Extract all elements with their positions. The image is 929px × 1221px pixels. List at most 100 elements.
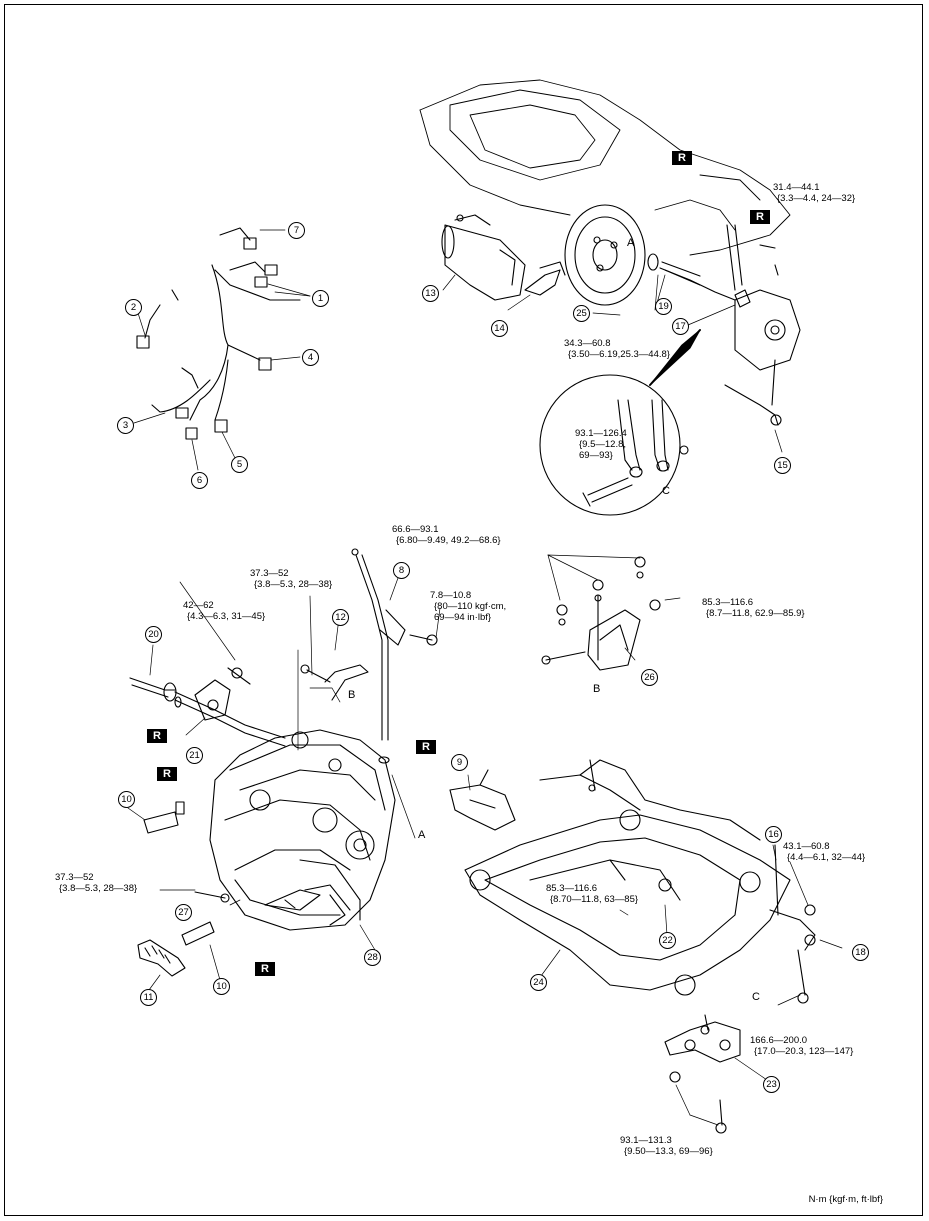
torque-line: 85.3—116.6	[702, 597, 754, 608]
replace-badge: R	[750, 210, 770, 224]
torque-line: 93.1—126.4	[575, 428, 627, 439]
torque-line: 7.8—10.8	[430, 590, 472, 601]
bracket-9	[449, 769, 516, 831]
torque-line: {4.3—6.3, 31—45}	[187, 611, 266, 622]
mount-26	[541, 556, 661, 671]
callout-9: 9	[451, 754, 468, 771]
bolt-12	[306, 669, 331, 683]
torque-line: 37.3—52	[250, 568, 289, 579]
ref-b-mount: B	[593, 683, 601, 695]
callout-18: 18	[852, 944, 869, 961]
left-driveshaft	[129, 677, 286, 747]
bolt-12-head	[300, 664, 310, 674]
torque-spec-853b: 85.3—116.6{8.70—11.8, 63—85}	[546, 883, 638, 905]
callout-6: 6	[191, 472, 208, 489]
engine-outline	[419, 79, 791, 256]
callout-13: 13	[422, 285, 439, 302]
plug-upper	[143, 801, 185, 834]
ref-c-frame: C	[752, 991, 760, 1003]
transaxle	[209, 729, 396, 931]
torque-line: {3.8—5.3, 28—38}	[59, 883, 138, 894]
torque-line: 31.4—44.1	[773, 182, 820, 193]
callout-8: 8	[393, 562, 410, 579]
ref-b-trans: B	[348, 689, 356, 701]
bolt-27	[194, 891, 226, 899]
callout-1: 1	[312, 290, 329, 307]
callout-16: 16	[765, 826, 782, 843]
torque-spec-31: 31.4—44.1{3.3—4.4, 24—32}	[773, 182, 855, 204]
wiring-harness	[136, 227, 301, 440]
torque-spec-34: 34.3—60.8{3.50—6.19,25.3—44.8}	[564, 338, 670, 360]
callout-25: 25	[573, 305, 590, 322]
torque-line: 37.3—52	[55, 872, 94, 883]
figure-frame	[4, 4, 923, 1216]
callout-14: 14	[491, 320, 508, 337]
torque-line: 166.6—200.0	[750, 1035, 808, 1046]
callout-23: 23	[763, 1076, 780, 1093]
breather-hose	[324, 664, 369, 701]
torque-spec-43: 43.1—60.8{4.4—6.1, 32—44}	[783, 841, 865, 863]
plug-lower	[181, 921, 215, 946]
replace-badge: R	[147, 729, 167, 743]
starter-motor	[441, 214, 526, 301]
torque-line: 85.3—116.6	[546, 883, 598, 894]
replace-badge: R	[157, 767, 177, 781]
bolt-20	[227, 667, 251, 685]
torque-line: {3.3—4.4, 24—32}	[777, 193, 856, 204]
torque-spec-166: 166.6—200.0{17.0—20.3, 123—147}	[750, 1035, 853, 1057]
bolt-27-head	[220, 893, 230, 903]
torque-line: 43.1—60.8	[783, 841, 830, 852]
callout-3: 3	[117, 417, 134, 434]
torque-line: {80—110 kgf·cm,	[434, 601, 507, 612]
torque-line: {3.50—6.19,25.3—44.8}	[568, 349, 670, 360]
bracket-23	[664, 1014, 741, 1134]
bolt-78	[409, 634, 433, 641]
torque-spec-37b: 37.3—52{3.8—5.3, 28—38}	[55, 872, 137, 894]
torque-line: {4.4—6.1, 32—44}	[787, 852, 866, 863]
callout-26: 26	[641, 669, 658, 686]
detail-pointer	[649, 329, 701, 386]
callout-10: 10	[118, 791, 135, 808]
callout-5: 5	[231, 456, 248, 473]
callout-20: 20	[145, 626, 162, 643]
torque-line: {9.5—12.8,	[579, 439, 627, 450]
dust-cover	[524, 269, 561, 296]
callout-19: 19	[655, 298, 672, 315]
callout-2: 2	[125, 299, 142, 316]
torque-line: {8.7—11.8, 62.9—85.9}	[706, 608, 805, 619]
torque-spec-37a: 37.3—52{3.8—5.3, 28—38}	[250, 568, 332, 590]
torque-spec-93b: 93.1—131.3{9.50—13.3, 69—96}	[620, 1135, 713, 1157]
torque-line: 93.1—131.3	[620, 1135, 672, 1146]
replace-badge: R	[255, 962, 275, 976]
units-note: N·m {kgf·m, ft·lbf}	[808, 1194, 883, 1205]
bolt-20-head	[231, 667, 243, 679]
torque-line: {17.0—20.3, 123—147}	[754, 1046, 854, 1057]
torque-spec-42: 42—62{4.3—6.3, 31—45}	[183, 600, 265, 622]
leader-lines	[127, 229, 843, 1126]
dust-cover-tab	[539, 261, 566, 276]
ref-a-trans: A	[418, 829, 426, 841]
callout-24: 24	[530, 974, 547, 991]
torque-line: {3.8—5.3, 28—38}	[254, 579, 333, 590]
guide-b	[309, 687, 341, 703]
torque-line: {6.80—9.49, 49.2—68.6}	[396, 535, 501, 546]
dipstick-tube	[351, 548, 406, 764]
stabilizer-link	[769, 844, 816, 1004]
callout-27: 27	[175, 904, 192, 921]
callout-15: 15	[774, 457, 791, 474]
ref-a-top: A	[627, 237, 635, 249]
callout-12: 12	[332, 609, 349, 626]
torque-line: 69—94 in·lbf}	[434, 612, 492, 623]
replace-badge: R	[672, 151, 692, 165]
right-driveshaft	[647, 224, 751, 308]
torque-spec-66: 66.6—93.1{6.80—9.49, 49.2—68.6}	[392, 524, 501, 546]
torque-spec-853a: 85.3—116.6{8.7—11.8, 62.9—85.9}	[702, 597, 805, 619]
flywheel	[564, 204, 646, 306]
callout-28: 28	[364, 949, 381, 966]
callout-11: 11	[140, 989, 157, 1006]
callout-10: 10	[213, 978, 230, 995]
callout-17: 17	[672, 318, 689, 335]
torque-line: 69—93}	[579, 450, 613, 461]
callout-22: 22	[659, 932, 676, 949]
